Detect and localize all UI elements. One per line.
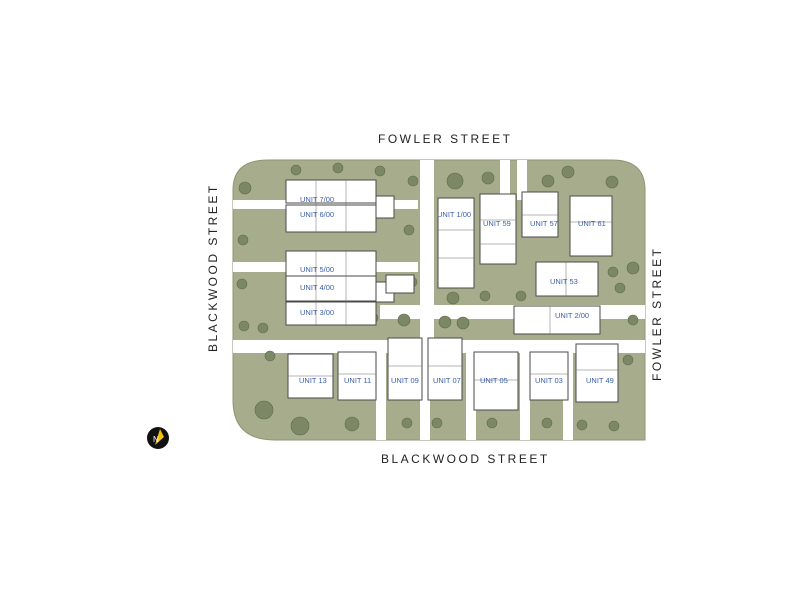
unit-label: UNIT 5/00 — [300, 265, 334, 274]
street-label-east: FOWLER STREET — [650, 246, 664, 381]
street-label-west: BLACKWOOD STREET — [206, 183, 220, 352]
unit-label: UNIT 7/00 — [300, 195, 334, 204]
unit-label: UNIT 05 — [480, 376, 508, 385]
unit-label: UNIT 13 — [299, 376, 327, 385]
unit-label: UNIT 4/00 — [300, 283, 334, 292]
unit-label: UNIT 2/00 — [555, 311, 589, 320]
unit-labels: UNIT 7/00 UNIT 6/00 UNIT 5/00 UNIT 4/00 … — [299, 195, 614, 385]
street-label-north: FOWLER STREET — [378, 132, 513, 146]
building-footprints — [285, 179, 619, 411]
unit-label: UNIT 53 — [550, 277, 578, 286]
unit-label: UNIT 6/00 — [300, 210, 334, 219]
unit-label: UNIT 3/00 — [300, 308, 334, 317]
north-arrow-icon: N — [147, 427, 169, 449]
unit-label: UNIT 03 — [535, 376, 563, 385]
unit-label: UNIT 61 — [578, 219, 606, 228]
unit-label: UNIT 57 — [530, 219, 558, 228]
unit-label: UNIT 11 — [344, 376, 371, 385]
unit-label: UNIT 49 — [586, 376, 614, 385]
floorplan-details — [288, 180, 618, 381]
unit-label: UNIT 07 — [433, 376, 461, 385]
street-label-south: BLACKWOOD STREET — [381, 452, 550, 466]
unit-label: UNIT 59 — [483, 219, 511, 228]
unit-label: UNIT 1/00 — [437, 210, 471, 219]
unit-label: UNIT 09 — [391, 376, 419, 385]
north-arrow-label: N — [153, 435, 159, 444]
